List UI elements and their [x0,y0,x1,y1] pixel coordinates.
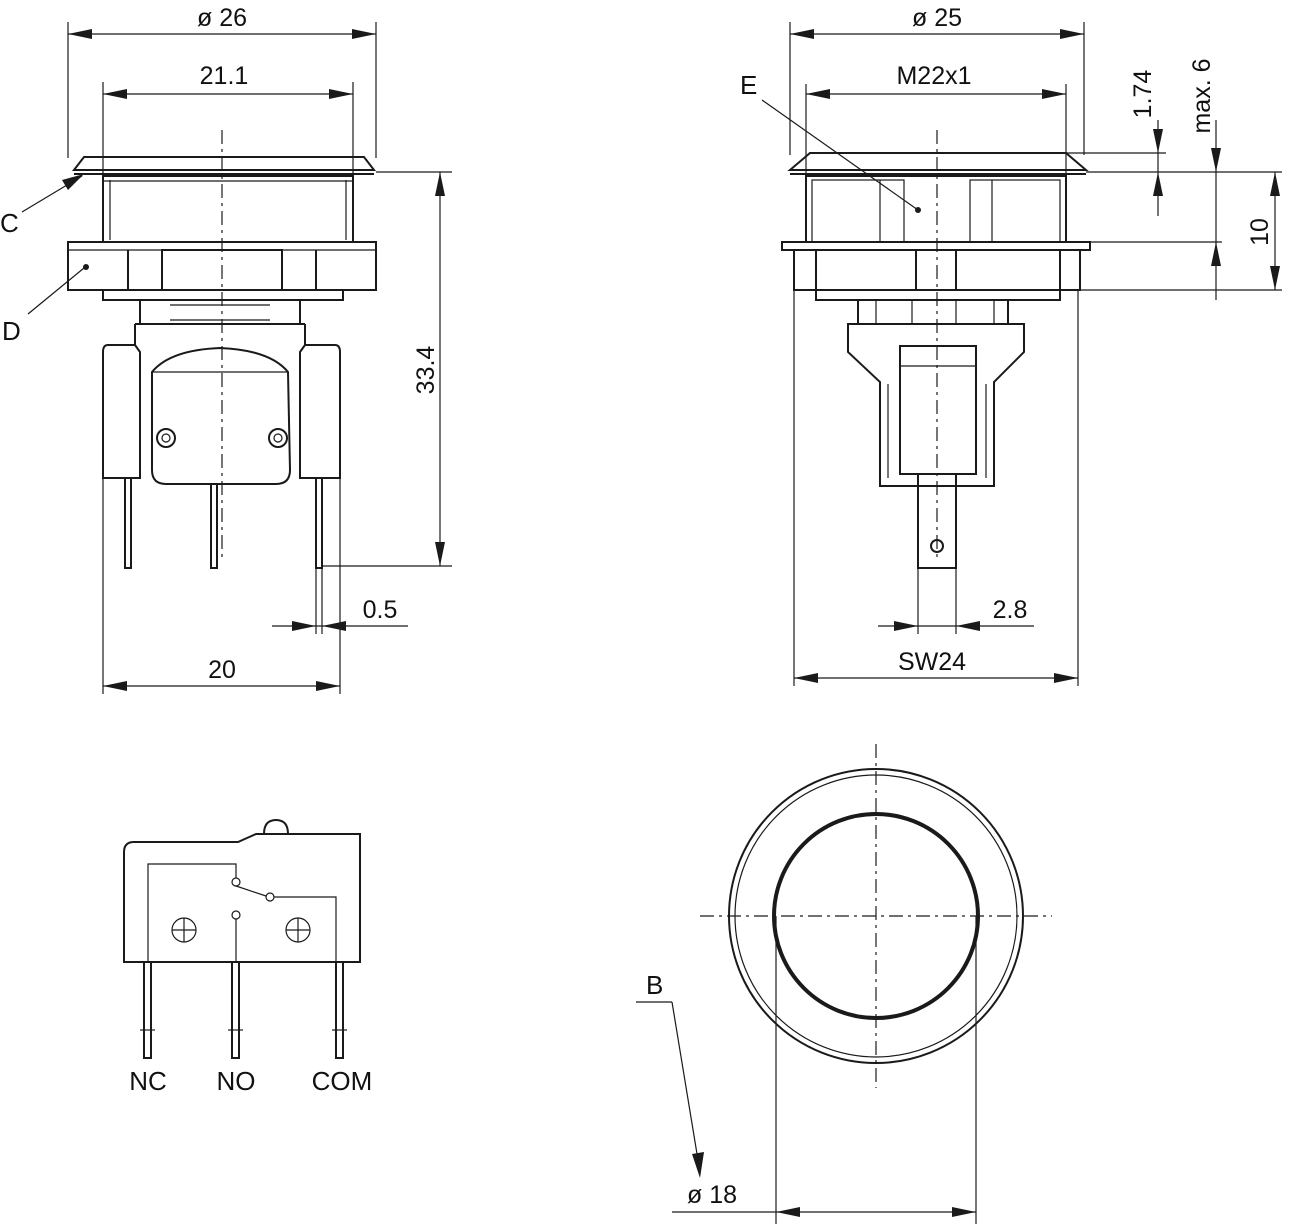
dim-pin-span: 20 [208,656,236,684]
label-e: E [740,70,757,100]
dim-cap-height: 1.74 [1129,70,1157,119]
label-c: C [0,208,19,238]
dim-height: 33.4 [412,346,440,395]
label-d: D [2,316,21,346]
label-b: B [646,970,663,1000]
terminal-com-label: COM [312,1066,373,1096]
dim-pin-thickness: 0.5 [363,596,398,624]
dim-terminal-width: 2.8 [993,596,1028,624]
dim-inner-width: 21.1 [200,62,249,90]
top-view: ø 18 B [636,744,1052,1224]
terminal-nc-label: NC [129,1066,167,1096]
terminal-no-label: NO [217,1066,256,1096]
dim-thread: M22x1 [896,62,971,90]
dim-outer-diameter-side: ø 25 [912,4,962,32]
front-view: ø 26 21.1 33.4 0.5 20 C [0,4,452,694]
dim-panel: 10 [1246,218,1274,246]
dim-button-diameter: ø 18 [687,1181,737,1209]
switch-schematic: NC NO COM [123,818,373,1096]
side-view: ø 25 M22x1 1.74 max. 6 10 2.8 [740,4,1282,686]
dim-outer-diameter: ø 26 [197,4,247,32]
dim-wrench: SW24 [898,648,966,676]
dim-max: max. 6 [1188,58,1216,133]
